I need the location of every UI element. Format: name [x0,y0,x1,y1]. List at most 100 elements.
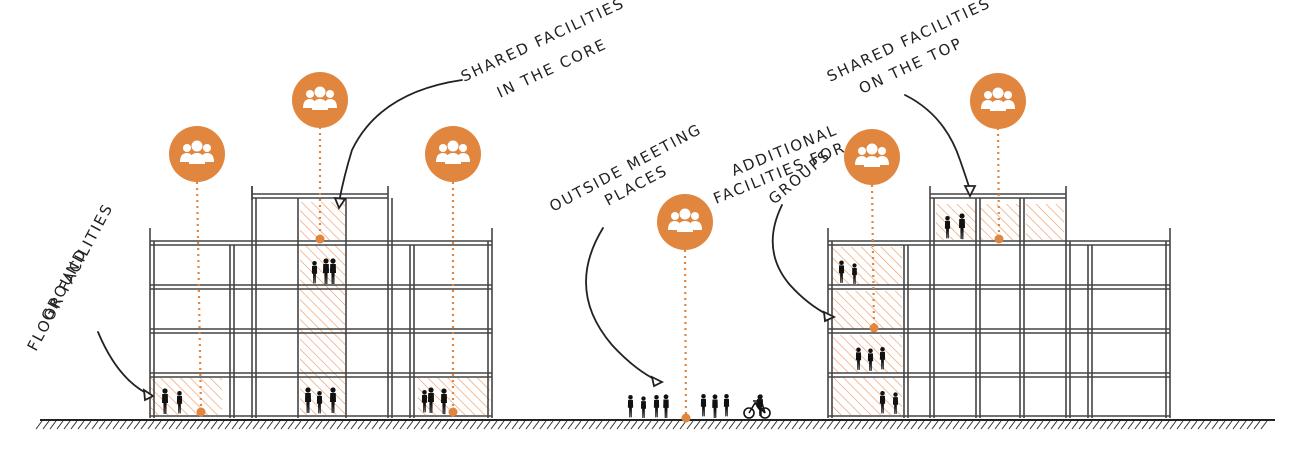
ground-hatch-mark [910,420,918,430]
person-silhouette-icon [627,394,634,418]
ground-hatch-mark [700,420,708,430]
ground-hatch-mark [798,420,806,430]
ground-hatch-mark [210,420,218,430]
ground-hatch-mark [301,420,309,430]
ground-hatch-mark [343,420,351,430]
ground-hatch-mark [714,420,722,430]
ground-hatch-mark [70,420,78,430]
ground-hatch-mark [581,420,589,430]
ground-hatch-mark [196,420,204,430]
ground-hatch-mark [224,420,232,430]
group-icons [169,72,1026,250]
ground-hatch-mark [357,420,365,430]
facility-hatch [832,378,902,415]
ground-hatch-mark [952,420,960,430]
ground-hatch-mark [1036,420,1044,430]
person-silhouette-icon [700,393,707,417]
ground-hatch-mark [567,420,575,430]
ground-hatch-mark [1085,420,1093,430]
ground-hatch-mark [1155,420,1163,430]
ground-hatch-mark [189,420,197,430]
ground-hatch-mark [861,420,869,430]
top-hatch [980,204,1020,240]
ground-hatch-mark [308,420,316,430]
ground-hatch-mark [735,420,743,430]
left-building [149,186,493,418]
ground-hatch-mark [1050,420,1058,430]
ground-hatch-mark [819,420,827,430]
person-silhouette-icon [653,394,660,418]
ground-hatch-mark [658,420,666,430]
arrow-shared-core [338,79,463,203]
ground-hatch-mark [1043,420,1051,430]
ground-hatch-mark [259,420,267,430]
group-people-icon [169,126,225,182]
ground-hatch-mark [1120,420,1128,430]
ground-hatch-mark [903,420,911,430]
ground-hatch-mark [147,420,155,430]
ground-hatch-mark [315,420,323,430]
ground-hatching [35,420,1268,430]
ground-hatch-mark [441,420,449,430]
ground-hatch-mark [168,420,176,430]
ground-hatch-mark [336,420,344,430]
person-silhouette-icon [663,394,669,418]
core-hatch [300,245,345,415]
ground-hatch-mark [728,420,736,430]
group-people-icon [292,72,348,128]
arrowhead [963,185,977,199]
ground-hatch-mark [119,420,127,430]
ground-hatch-mark [252,420,260,430]
ground-hatch-mark [693,420,701,430]
ground-hatch-mark [266,420,274,430]
ground-hatch-mark [1162,420,1170,430]
ground-hatch-mark [980,420,988,430]
ground-hatch-mark [924,420,932,430]
ground-hatch-mark [35,420,43,430]
ground-hatch-mark [637,420,645,430]
ground-hatch-mark [1064,420,1072,430]
ground-hatch-mark [651,420,659,430]
ground-hatch-mark [812,420,820,430]
ground-hatch-mark [770,420,778,430]
right-building [827,186,1171,418]
ground-hatch-mark [875,420,883,430]
ground-hatch-mark [1148,420,1156,430]
top-hatch [936,204,976,240]
ground-hatch-mark [182,420,190,430]
ground-hatch-mark [1260,420,1268,430]
ground-hatch-mark [1078,420,1086,430]
ground-hatch-mark [49,420,57,430]
ground-hatch-mark [987,420,995,430]
ground-hatch-mark [1225,420,1233,430]
ground-hatch-mark [1218,420,1226,430]
ground-hatch-mark [686,420,694,430]
ground-hatch-mark [721,420,729,430]
ground-hatch-mark [413,420,421,430]
ground-hatch-mark [1204,420,1212,430]
ground-hatch-mark [77,420,85,430]
ground-hatch-mark [882,420,890,430]
ground-hatch-mark [448,420,456,430]
ground-hatch-mark [1169,420,1177,430]
ground-hatch-mark [742,420,750,430]
ground-hatch-mark [392,420,400,430]
ground-hatch-mark [749,420,757,430]
ground-hatch-mark [1232,420,1240,430]
ground-hatch-mark [245,420,253,430]
ground-hatch-mark [560,420,568,430]
arrowhead [142,388,155,402]
ground-hatch-mark [917,420,925,430]
arrowhead [333,196,347,210]
ground-hatch-mark [399,420,407,430]
ground-hatch-mark [1197,420,1205,430]
ground-hatch-mark [203,420,211,430]
ground-hatch-mark [553,420,561,430]
ground-hatch-mark [1183,420,1191,430]
facility-hatch [832,291,902,329]
core-top-hatch [300,202,345,240]
ground-hatch-mark [1253,420,1261,430]
ground-hatch-mark [161,420,169,430]
ground-hatch-mark [826,420,834,430]
